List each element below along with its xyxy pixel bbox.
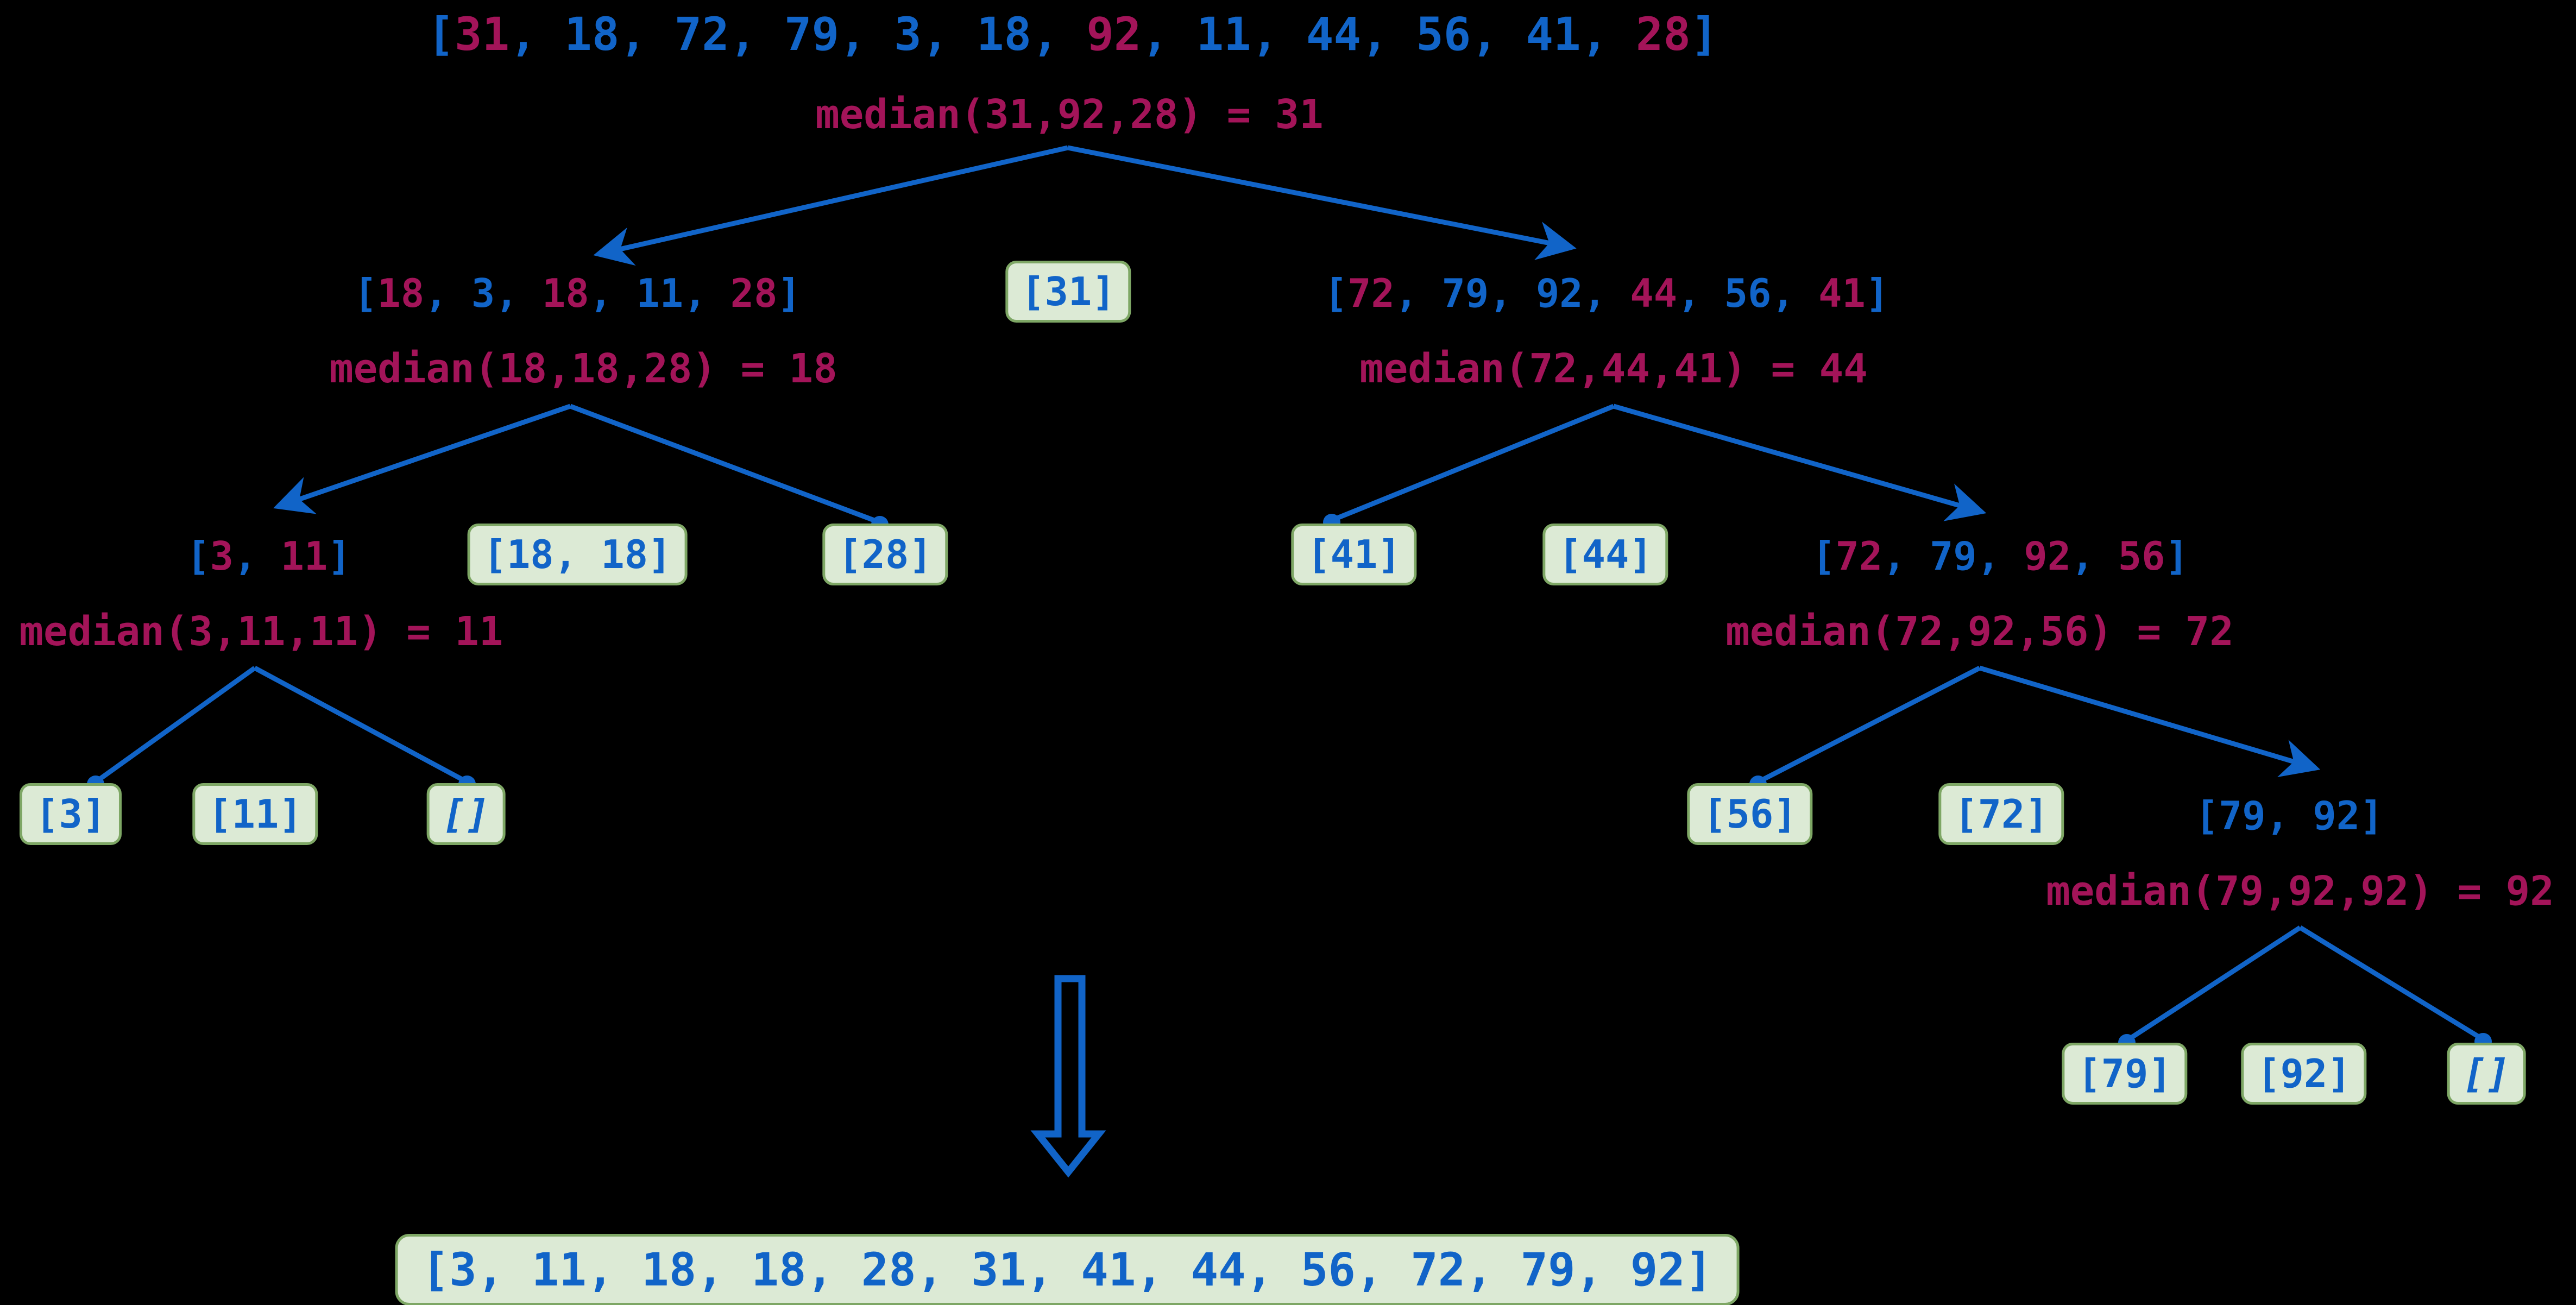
pivot-box-11: [11] [192, 783, 318, 845]
edge-l3r-to-left [1756, 665, 1981, 785]
sorted-result-box: [3, 11, 18, 18, 28, 31, 41, 44, 56, 72, … [395, 1234, 1740, 1305]
array-72-79-92-56: [72, 79, 92, 56] [1812, 533, 2189, 579]
edge-l4-to-left [2125, 925, 2302, 1043]
box-79: [79] [2062, 1043, 2188, 1105]
edge-l4-to-right [2298, 925, 2485, 1042]
array-left: [18, 3, 18, 11, 28] [354, 270, 801, 316]
box-18-18: [18, 18] [467, 524, 688, 585]
median-3-11-11: median(3,11,11) = 11 [19, 608, 503, 655]
pivot-box-44: [44] [1542, 524, 1668, 585]
array-right: [72, 79, 92, 44, 56, 41] [1324, 270, 1890, 316]
box-41: [41] [1291, 524, 1417, 585]
median-72-92-56: median(72,92,56) = 72 [1725, 608, 2234, 655]
box-empty-right: [] [2447, 1043, 2526, 1105]
edge-root-to-left [593, 145, 1068, 266]
edge-l2l-to-left [273, 404, 571, 514]
box-28: [28] [822, 524, 948, 585]
box-56: [56] [1687, 783, 1813, 845]
pivot-box-31: [31] [1005, 261, 1131, 323]
pivot-box-72: [72] [1938, 783, 2064, 845]
array-root: [31, 18, 72, 79, 3, 18, 92, 11, 44, 56, … [427, 8, 1718, 61]
edge-l3l-to-left [94, 666, 256, 784]
median-right: median(72,44,41) = 44 [1359, 345, 1868, 392]
median-root: median(31,92,28) = 31 [815, 91, 1324, 138]
edge-l2l-to-right [569, 404, 881, 525]
box-empty-left: [] [426, 783, 506, 845]
pivot-box-92: [92] [2241, 1043, 2367, 1105]
median-left: median(18,18,28) = 18 [329, 345, 837, 392]
edge-root-to-right [1067, 145, 1577, 260]
result-arrow-icon [1030, 975, 1106, 1178]
median-79-92-92: median(79,92,92) = 92 [2046, 868, 2554, 915]
edge-l2r-to-left [1331, 404, 1615, 523]
edge-l2r-to-right [1613, 404, 1987, 521]
box-3: [3] [19, 783, 122, 845]
array-3-11: [3, 11] [186, 533, 351, 579]
edge-l3l-to-right [253, 666, 469, 784]
array-79-92: [79, 92] [2195, 793, 2384, 839]
edge-l3r-to-right [1979, 665, 2321, 778]
